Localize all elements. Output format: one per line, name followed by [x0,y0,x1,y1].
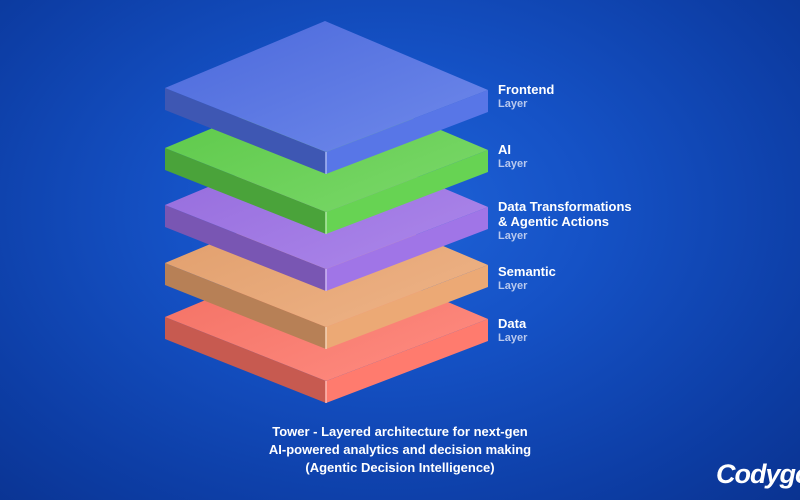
caption-line-2: AI-powered analytics and decision making [268,442,532,457]
layer-sub-data: Layer [498,331,528,344]
label-ai-layer: AI Layer [498,142,528,171]
layer-sub-ai: Layer [498,157,528,170]
caption-line-3: (Agentic Decision Intelligence) [305,460,495,475]
brand-logo-text: Codygo [716,459,800,489]
layer-name-frontend: Frontend [498,82,555,97]
caption-line-1: Tower - Layered architecture for next-ge… [272,424,528,439]
layer-name-ai: AI [498,142,511,157]
label-semantic-layer: Semantic Layer [498,264,556,293]
slab-data-left-face [165,317,326,403]
brand-logo: Codygo [712,458,800,490]
slab-data-transformations-left-face [165,205,326,291]
slab-frontend-right-face [326,90,488,174]
layer-name-data-transformations: Data Transformations & Agentic Actions [498,199,632,229]
label-data-transformations-layer: Data Transformations & Agentic Actions L… [498,199,632,243]
slab-data-transformations-right-face [326,207,488,291]
diagram-caption: Tower - Layered architecture for next-ge… [200,423,600,477]
slab-ai-right-face [326,150,488,234]
layer-sub-semantic: Layer [498,279,528,292]
slab-data-right-face [326,319,488,403]
slab-frontend-left-face [165,88,326,174]
slab-semantic-right-face [326,265,488,349]
layer-name-semantic: Semantic [498,264,556,279]
label-frontend-layer: Frontend Layer [498,82,555,111]
label-data-layer: Data Layer [498,316,528,345]
layer-sub-frontend: Layer [498,97,528,110]
layer-sub-data-transformations: Layer [498,229,528,242]
slab-frontend-top-face [165,21,488,152]
slab-ai-left-face [165,148,326,234]
slab-semantic-left-face [165,263,326,349]
layer-name-data: Data [498,316,527,331]
slab-frontend [165,21,488,174]
